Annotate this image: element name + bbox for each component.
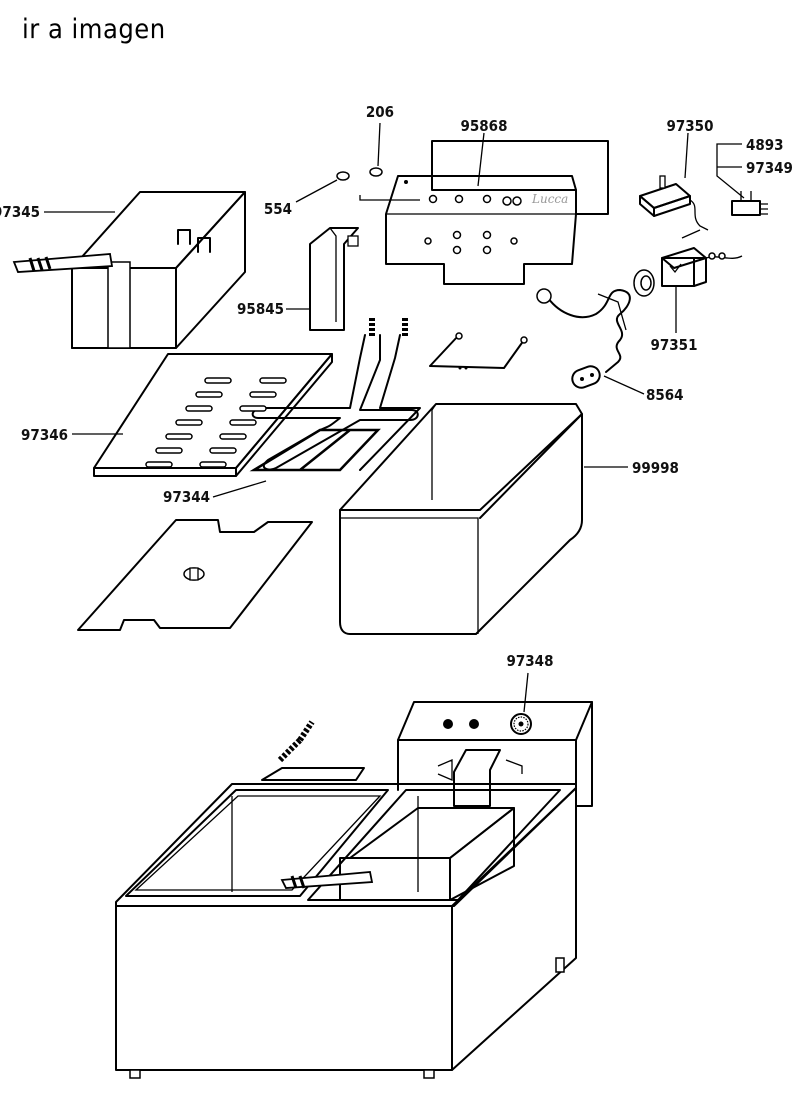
switch-part-97349[interactable]	[731, 191, 768, 216]
fry-basket-97345[interactable]	[12, 191, 246, 349]
leader-95868	[477, 132, 485, 187]
leader-206	[377, 122, 381, 167]
tank-lid[interactable]	[77, 519, 313, 631]
element-bracket[interactable]	[429, 332, 528, 370]
control-panel-95868[interactable]: Lucca	[359, 140, 609, 285]
part-label-97346: 97346	[21, 426, 68, 444]
part-label-4893: 4893	[746, 136, 784, 154]
knob-part-206[interactable]	[369, 167, 383, 177]
control-knob[interactable]	[633, 269, 655, 297]
part-label-206: 206	[366, 103, 394, 121]
pilot-light-97351[interactable]	[661, 247, 743, 287]
part-label-8564: 8564	[646, 386, 684, 404]
part-label-97350: 97350	[667, 117, 714, 135]
leader-4893-97349	[716, 143, 745, 199]
element-guard-95845[interactable]	[309, 227, 359, 331]
part-label-95845: 95845	[237, 300, 284, 318]
part-label-97351: 97351	[651, 336, 698, 354]
leader-8564	[603, 375, 645, 395]
leader-97348	[523, 672, 529, 713]
leader-554	[295, 179, 338, 203]
part-label-97344: 97344	[163, 488, 210, 506]
knob-part-554[interactable]	[336, 171, 350, 181]
thermostat-97350[interactable]	[639, 175, 709, 239]
part-label-99998: 99998	[632, 459, 679, 477]
brand-label: Lucca	[531, 192, 568, 206]
oil-tank-99998[interactable]	[339, 403, 583, 635]
power-cord-8564[interactable]	[536, 288, 631, 390]
part-label-97349: 97349	[746, 159, 793, 177]
leader-97344	[212, 480, 267, 498]
part-label-554: 554	[264, 200, 292, 218]
heating-element-97344[interactable]	[249, 318, 421, 472]
thermostat-knob-97348[interactable]	[510, 713, 532, 735]
assembled-fryer	[115, 701, 593, 1079]
bottom-grate-97346[interactable]	[93, 353, 333, 477]
part-label-97348: 97348	[507, 652, 554, 670]
leader-97350	[684, 132, 689, 179]
part-label-95868: 95868	[461, 117, 508, 135]
ir-a-imagen-link[interactable]: ir a imagen	[22, 14, 166, 45]
